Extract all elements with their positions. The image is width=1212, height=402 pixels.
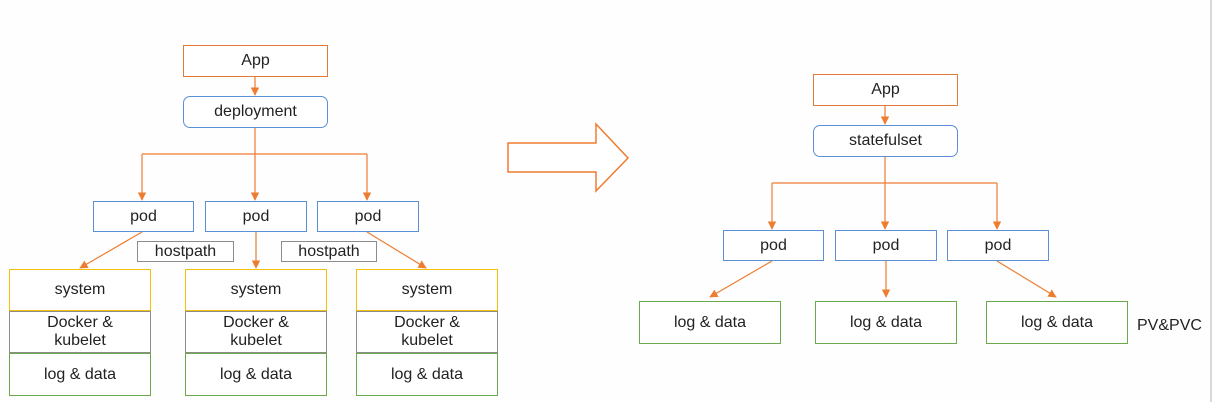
node-1-system-label: system	[54, 281, 106, 298]
left-pod-1-label: pod	[130, 207, 157, 225]
statefulset-label: statefulset	[849, 132, 922, 149]
node-3-storage-label: log & data	[390, 365, 464, 383]
right-storage-2: log & data	[815, 301, 957, 344]
pv-pvc-label: PV&PVC	[1137, 317, 1202, 334]
deployment-label: deployment	[214, 103, 297, 120]
transition-arrow-icon	[507, 122, 630, 193]
left-app-box: App	[183, 45, 328, 77]
hostpath-label-2: hostpath	[298, 242, 360, 260]
hostpath-badge-2: hostpath	[281, 241, 377, 262]
right-storage-1: log & data	[639, 301, 781, 344]
right-pod-1: pod	[723, 230, 824, 261]
node-2-system: system	[185, 269, 327, 311]
node-2-system-label: system	[230, 281, 282, 298]
arrow-right-pod-1-to-storage	[709, 260, 773, 298]
left-pod-2-label: pod	[242, 207, 270, 225]
node-3-storage: log & data	[356, 353, 498, 396]
right-pod-2-label: pod	[872, 236, 900, 254]
right-storage-1-label: log & data	[673, 313, 747, 331]
arrow-pod-1-to-node-1	[79, 231, 143, 269]
left-pod-2: pod	[205, 201, 307, 232]
left-pod-3: pod	[317, 201, 419, 232]
statefulset-box: statefulset	[813, 125, 958, 157]
right-storage-3: log & data	[986, 301, 1128, 344]
right-app-box: App	[813, 74, 958, 106]
node-1-storage: log & data	[9, 353, 151, 396]
right-pod-2: pod	[835, 230, 937, 261]
node-3-runtime: Docker & kubelet	[356, 311, 498, 353]
node-2-runtime-label: Docker & kubelet	[223, 314, 289, 349]
node-3-system: system	[356, 269, 498, 311]
node-3-system-label: system	[401, 281, 453, 298]
node-2-storage: log & data	[185, 353, 327, 396]
node-3-runtime-label: Docker & kubelet	[394, 314, 460, 349]
node-1-runtime: Docker & kubelet	[9, 311, 151, 353]
right-pod-3-label: pod	[984, 236, 1012, 254]
deployment-box: deployment	[183, 96, 328, 128]
arrow-right-pod-3-to-storage	[996, 260, 1057, 298]
node-1-system: system	[9, 269, 151, 311]
right-pod-1-label: pod	[760, 236, 787, 254]
hostpath-badge-1: hostpath	[137, 241, 234, 262]
right-pod-3: pod	[947, 230, 1049, 261]
left-app-label: App	[241, 52, 270, 69]
arrow-pod-3-to-node-3	[366, 231, 427, 269]
hostpath-label-1: hostpath	[154, 242, 217, 260]
right-storage-2-label: log & data	[849, 313, 923, 331]
node-2-runtime: Docker & kubelet	[185, 311, 327, 353]
node-2-storage-label: log & data	[219, 365, 293, 383]
right-storage-3-label: log & data	[1020, 313, 1094, 331]
left-pod-3-label: pod	[354, 207, 382, 225]
node-1-storage-label: log & data	[43, 365, 117, 383]
right-app-label: App	[871, 81, 900, 98]
left-pod-1: pod	[93, 201, 194, 232]
node-1-runtime-label: Docker & kubelet	[47, 314, 113, 349]
